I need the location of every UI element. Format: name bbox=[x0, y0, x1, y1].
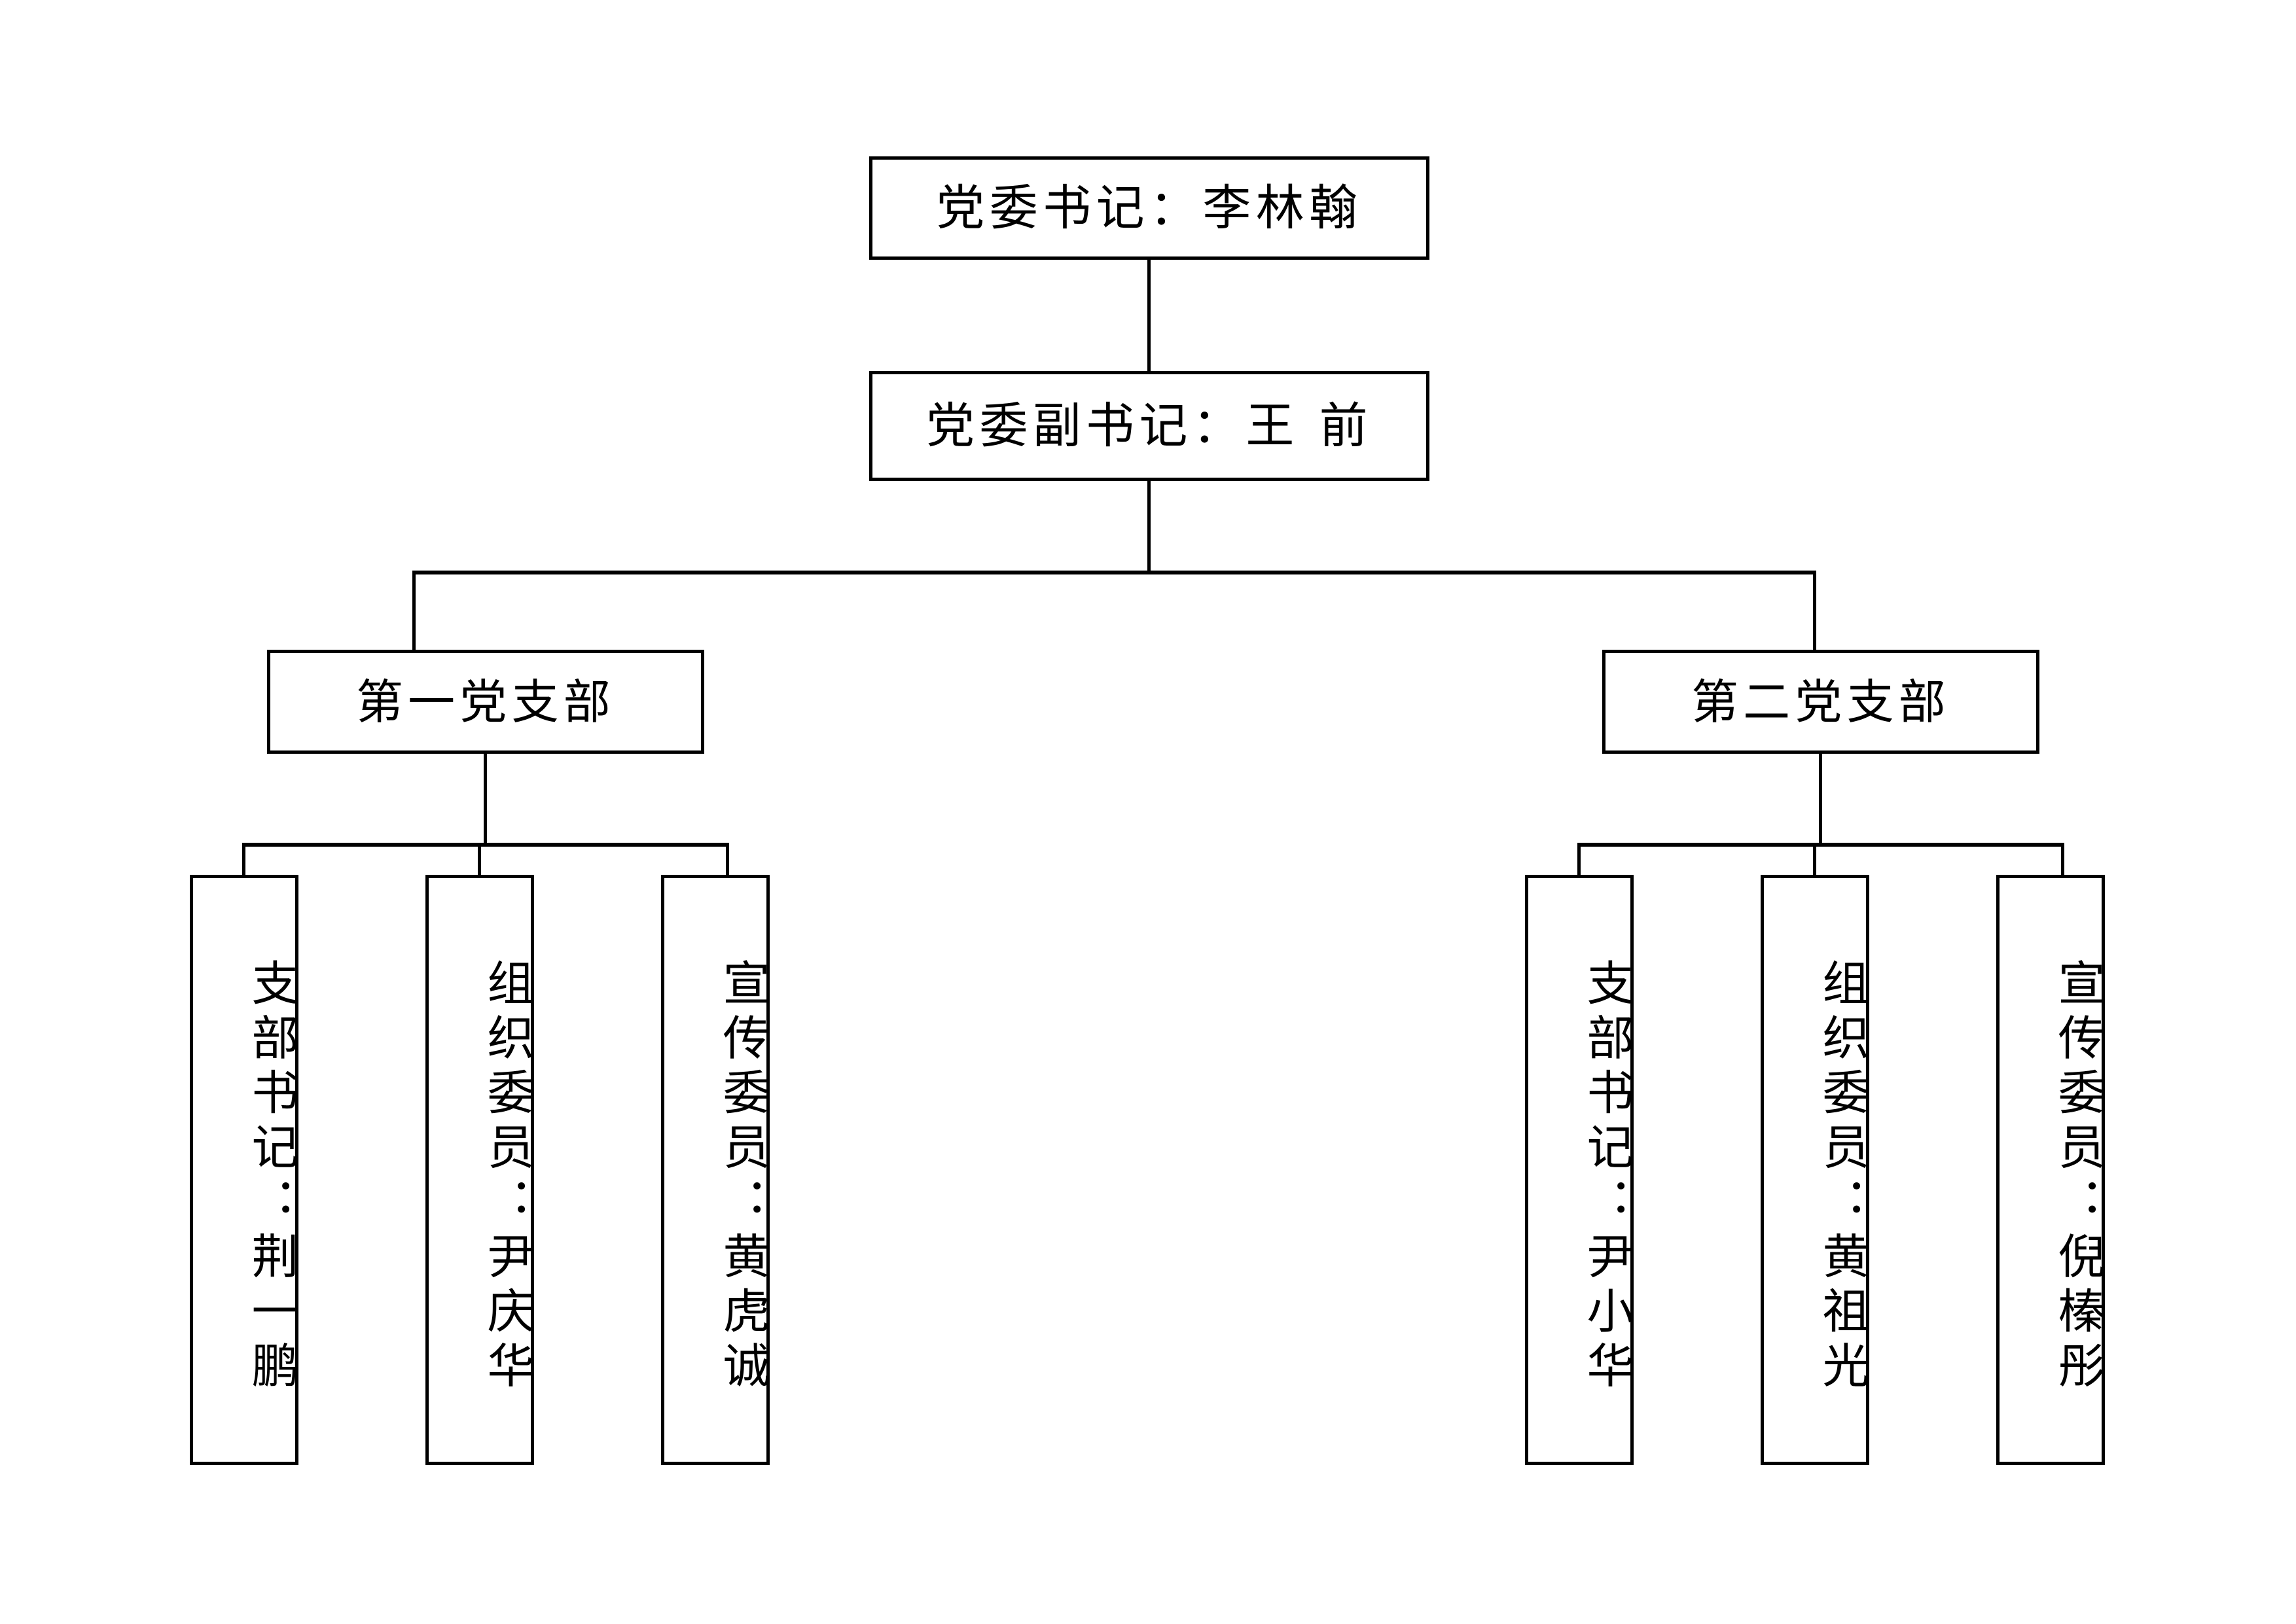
connector-member-three-right bbox=[2061, 843, 2064, 877]
connector-member-three-left bbox=[726, 843, 729, 877]
branch-bus-horizontal bbox=[412, 571, 1816, 574]
connector-member-one-right bbox=[1577, 843, 1581, 877]
node-party-committee-secretary[interactable]: 党委书记：李林翰 bbox=[869, 156, 1429, 260]
node-branch-one-organization-member[interactable]: 组织委员：尹庆华 bbox=[425, 875, 534, 1465]
connector-deputy-to-branch-bus bbox=[1147, 481, 1151, 574]
connector-bus-to-branch-one bbox=[412, 571, 416, 652]
node-branch-one-publicity-member[interactable]: 宣传委员：黄虎诚 bbox=[661, 875, 770, 1465]
connector-member-two-left bbox=[478, 843, 481, 877]
node-branch-two-publicity-member[interactable]: 宣传委员：倪榛彤 bbox=[1996, 875, 2105, 1465]
connector-branch-two-to-member-bus bbox=[1819, 754, 1822, 845]
node-party-committee-deputy-secretary[interactable]: 党委副书记：王 前 bbox=[869, 371, 1429, 481]
node-first-party-branch[interactable]: 第一党支部 bbox=[267, 650, 704, 754]
connector-member-two-right bbox=[1813, 843, 1816, 877]
node-branch-two-secretary[interactable]: 支部书记：尹小华 bbox=[1525, 875, 1634, 1465]
connector-secretary-to-deputy bbox=[1147, 260, 1151, 371]
connector-branch-one-to-member-bus bbox=[484, 754, 487, 845]
connector-bus-to-branch-two bbox=[1813, 571, 1816, 652]
member-bus-horizontal-left bbox=[242, 843, 729, 847]
node-second-party-branch[interactable]: 第二党支部 bbox=[1602, 650, 2039, 754]
node-branch-two-organization-member[interactable]: 组织委员：黄祖光 bbox=[1761, 875, 1869, 1465]
connector-member-one-left bbox=[242, 843, 245, 877]
node-branch-one-secretary[interactable]: 支部书记：荆一鹏 bbox=[190, 875, 298, 1465]
member-bus-horizontal-right bbox=[1577, 843, 2064, 847]
